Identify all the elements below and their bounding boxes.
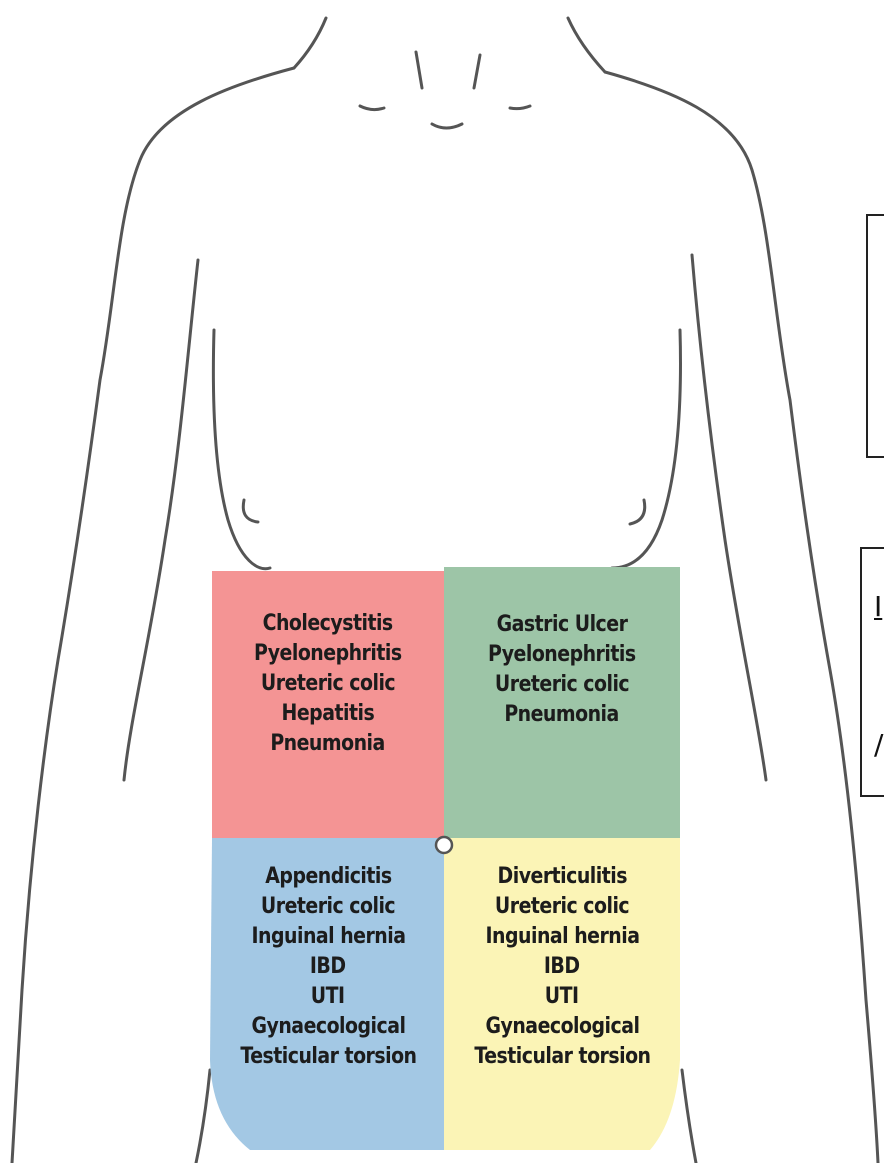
condition-label: Pyelonephritis [254,639,402,669]
condition-label: Ureteric colic [261,892,395,922]
left-inner-arm [124,260,198,780]
right-torso-side [612,330,680,568]
cropped-legend-fragment: I [874,590,882,623]
condition-label: Testicular torsion [240,1042,416,1072]
neck-right-line [568,18,605,72]
left-chest-mark [360,106,384,110]
condition-label: Appendicitis [265,862,391,892]
right-rib-curve [630,500,645,524]
cropped-legend-box-top [866,214,884,458]
condition-label: Ureteric colic [495,892,629,922]
condition-label: Inguinal hernia [251,922,405,952]
condition-label: IBD [544,952,580,982]
right-clavicle-mark [474,55,480,88]
condition-label: Diverticulitis [497,862,626,892]
condition-label: UTI [311,982,345,1012]
condition-label: Pneumonia [271,729,385,759]
left-torso-side [213,330,270,569]
right-inner-arm [692,255,766,780]
condition-label: Hepatitis [282,699,375,729]
neck-left-line [294,18,326,68]
right-hip-line [682,1070,696,1163]
cropped-legend-fragment: / [874,728,883,761]
condition-label: Gynaecological [251,1012,405,1042]
condition-label: Testicular torsion [474,1042,650,1072]
condition-label: UTI [545,982,579,1012]
left-rib-curve [243,500,258,522]
right-lower-quadrant: Appendicitis Ureteric colic Inguinal her… [212,838,444,1150]
condition-label: Ureteric colic [495,670,629,700]
condition-label: Gynaecological [485,1012,639,1042]
condition-label: Pyelonephritis [488,640,636,670]
condition-label: IBD [310,952,346,982]
condition-label: Ureteric colic [261,669,395,699]
left-clavicle-mark [416,52,422,88]
condition-label: Inguinal hernia [485,922,639,952]
condition-label: Cholecystitis [263,609,393,639]
left-lower-quadrant: Diverticulitis Ureteric colic Inguinal h… [444,838,680,1150]
left-hip-line [196,1070,210,1163]
condition-label: Gastric Ulcer [497,610,628,640]
condition-label: Pneumonia [505,700,619,730]
right-upper-quadrant: Cholecystitis Pyelonephritis Ureteric co… [212,571,444,837]
left-upper-quadrant: Gastric Ulcer Pyelonephritis Ureteric co… [444,567,680,839]
right-chest-mark [510,106,530,109]
sternum-mark [432,124,462,128]
